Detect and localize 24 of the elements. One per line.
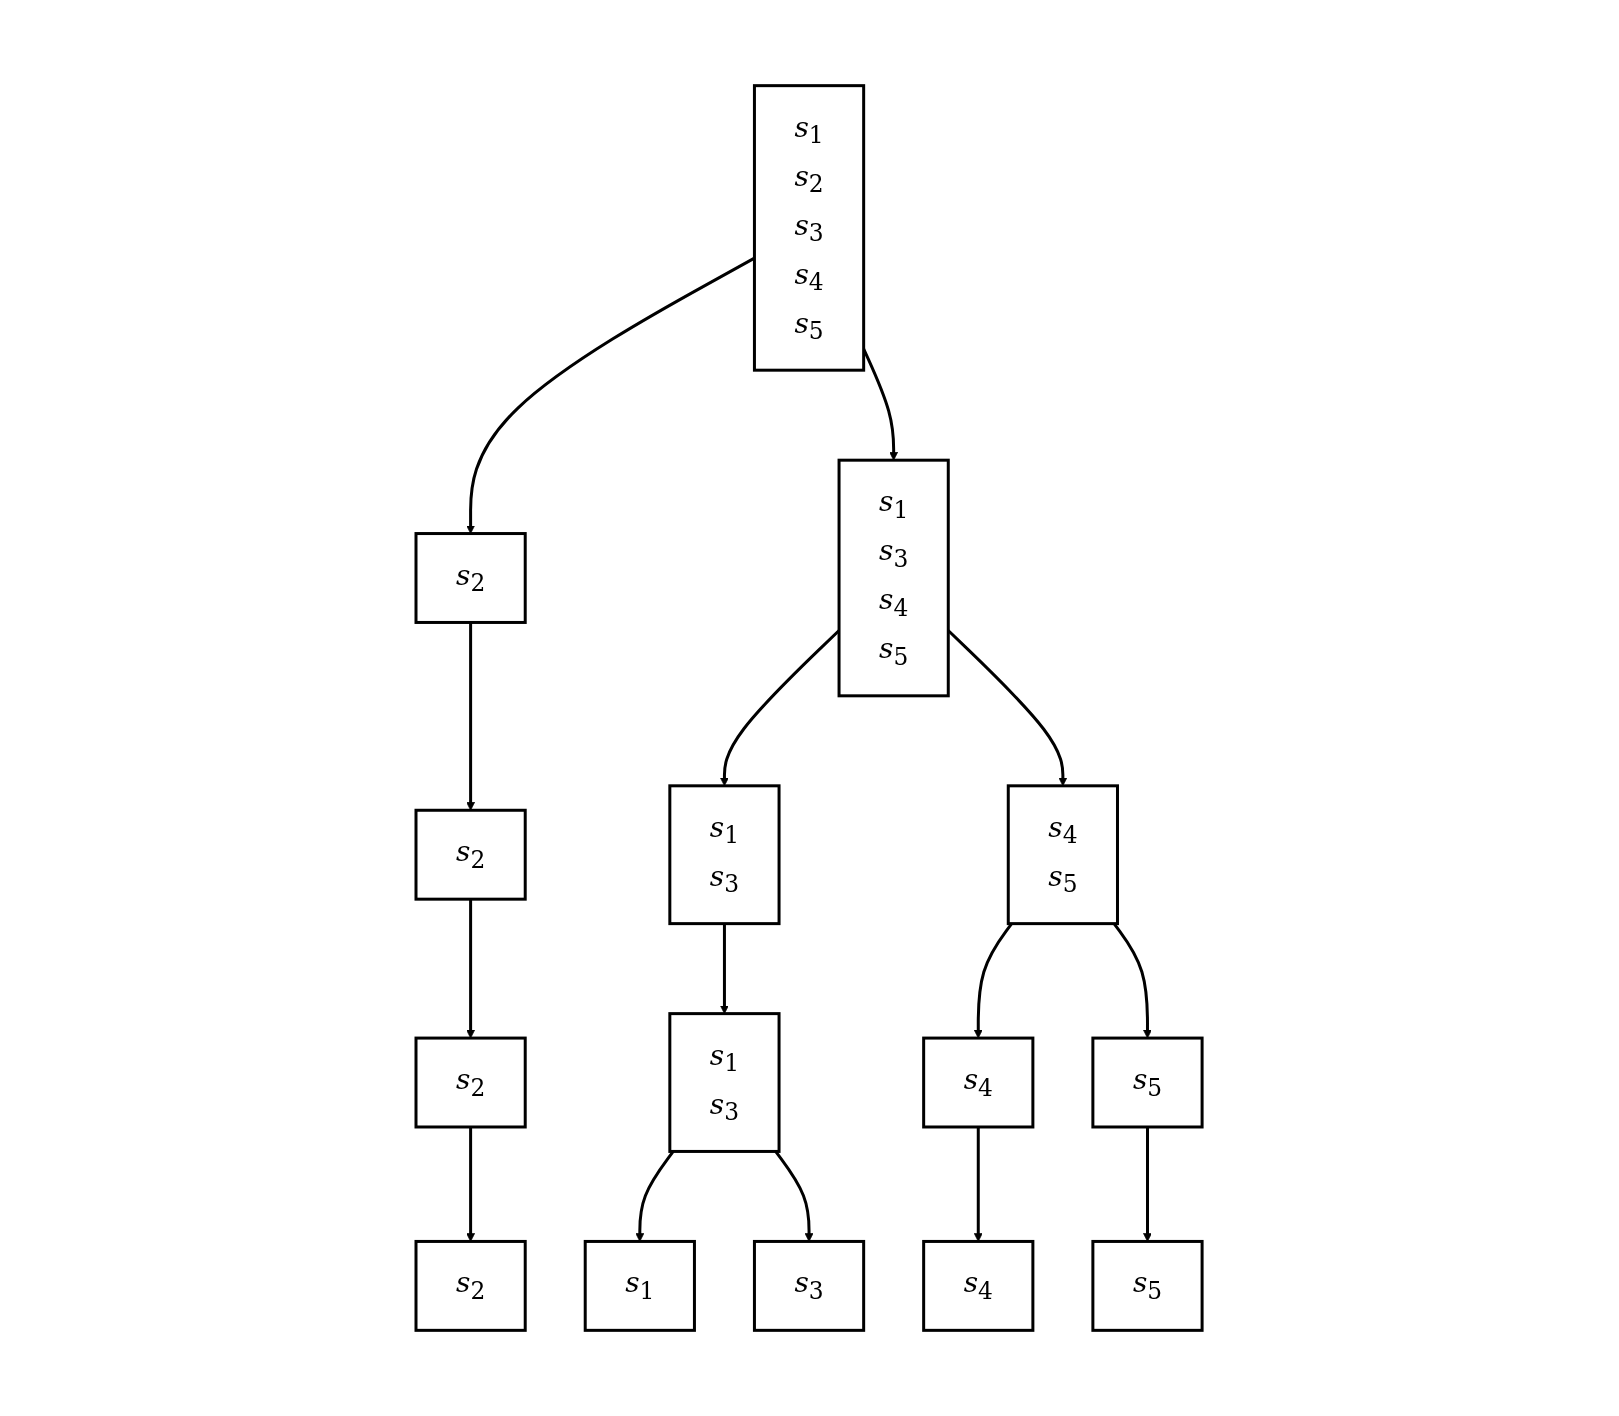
node-box: s$_{4}$ xyxy=(922,1036,1035,1129)
node-box: s$_{2}$ xyxy=(414,1239,528,1332)
node-box: s$_{4}$ xyxy=(922,1239,1035,1332)
arrow xyxy=(974,1127,984,1242)
node-box: s$_{2}$ xyxy=(414,532,528,624)
arrow xyxy=(635,1150,675,1242)
arrow xyxy=(1113,922,1153,1039)
arrow xyxy=(974,922,1014,1039)
node-box: s$_{2}$ xyxy=(414,808,528,901)
node-box: s$_{1}$ s$_{2}$ s$_{3}$ s$_{4}$ s$_{5}$ xyxy=(753,84,866,372)
arrow xyxy=(466,622,476,811)
node-box: s$_{4}$ s$_{5}$ xyxy=(1007,784,1120,926)
node-box: s$_{1}$ s$_{3}$ xyxy=(668,1012,781,1153)
arrow xyxy=(466,1127,476,1242)
node-box: s$_{2}$ xyxy=(414,1036,528,1129)
node-box: s$_{1}$ s$_{3}$ s$_{4}$ s$_{5}$ xyxy=(838,458,951,698)
arrow xyxy=(466,899,476,1039)
arrow xyxy=(774,1150,814,1242)
node-box: s$_{1}$ s$_{3}$ xyxy=(668,784,781,926)
node-box: s$_{5}$ xyxy=(1091,1036,1205,1129)
node-box: s$_{3}$ xyxy=(753,1239,866,1332)
node-box: s$_{1}$ xyxy=(584,1239,697,1332)
node-box: s$_{5}$ xyxy=(1091,1239,1205,1332)
arrow xyxy=(1143,1127,1153,1242)
